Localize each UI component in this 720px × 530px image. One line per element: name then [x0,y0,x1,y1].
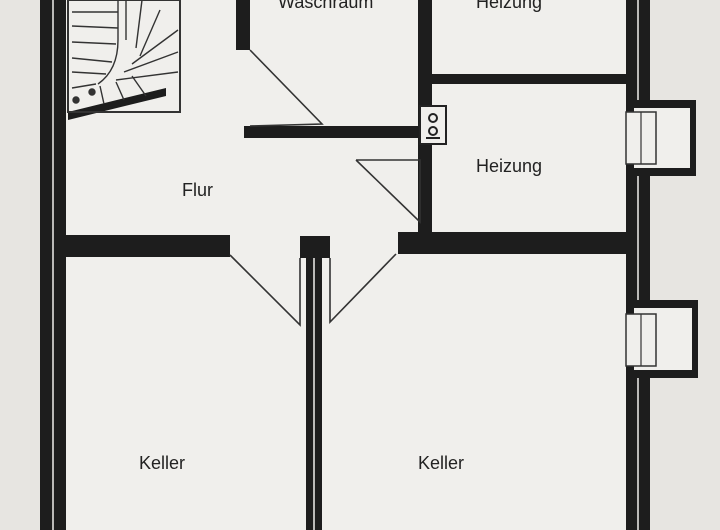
room-label-flur: Flur [182,180,213,200]
room-label-waschraum: Waschraum [278,0,374,12]
wall-flur-keller-left [66,235,230,257]
floor-area [62,0,634,530]
wall-stair-waschraum [236,0,250,50]
wall-inner-lines [52,0,639,530]
window-lower [625,300,698,378]
room-label-heizung-top: Heizung [476,0,543,12]
wall-central-pier [300,236,330,258]
room-label-heizung: Heizung [476,156,543,176]
door-keller-left [229,254,301,327]
room-label-keller-left: Keller [139,453,186,473]
wall-heizung-keller-right [398,232,626,254]
sink-icon [419,105,447,145]
door-swings [229,49,421,327]
door-heizung [355,159,421,224]
door-keller-right [329,253,397,324]
window-upper [625,100,696,176]
room-label-keller-right: Keller [418,453,465,473]
staircase [67,0,181,113]
wall-heizung-split [432,74,626,84]
door-waschraum [249,49,324,127]
wall-flur-top [244,126,420,138]
